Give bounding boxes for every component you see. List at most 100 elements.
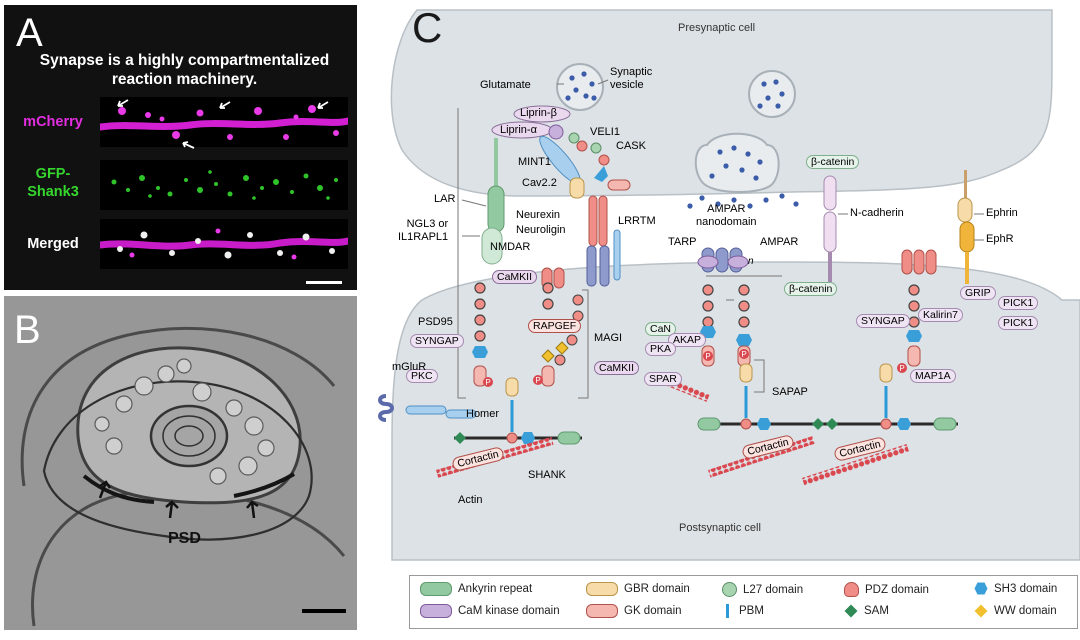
can-label: CaN <box>645 322 677 336</box>
legend-item-pdz: PDZ domain <box>844 582 929 597</box>
l27-swatch-icon <box>722 582 737 597</box>
p-badge-2: P <box>535 376 540 385</box>
synaptic-vesicle-line2: vesicle <box>610 79 644 91</box>
ampar-nanodomain-line1: AMPAR <box>707 203 746 215</box>
gbr-swatch-icon <box>586 582 618 596</box>
beta-catenin-top-label: β-catenin <box>806 155 860 169</box>
pkc-label: PKC <box>406 369 438 383</box>
beta-catenin-bottom-label: β-catenin <box>784 282 838 296</box>
row-label-merged: Merged <box>27 236 79 252</box>
scale-bar <box>302 609 346 613</box>
ampar-nanodomain-line2: nanodomain <box>696 216 757 228</box>
panel-a-label: A <box>16 11 43 55</box>
rapgef-label: RAPGEF <box>528 319 582 333</box>
actin-label: Actin <box>458 494 483 506</box>
syngap-right-label: SYNGAP <box>856 314 910 328</box>
psd95-label: PSD95 <box>418 316 453 328</box>
n-cadherin-label: N-cadherin <box>850 207 904 219</box>
pbm-swatch-icon <box>726 604 729 618</box>
synaptic-vesicle-label: Synaptic vesicle <box>610 66 652 92</box>
p-badge-4: P <box>741 350 746 359</box>
row-label-gfp-shank3: GFP- Shank3 <box>10 165 96 201</box>
grip-label: GRIP <box>960 286 996 300</box>
sh3-swatch-icon <box>974 582 988 595</box>
shank-scaffold-left <box>454 377 582 445</box>
syngap-left-label: SYNGAP <box>410 334 464 348</box>
spar-label: SPAR <box>644 372 682 386</box>
panel-b-label: B <box>14 308 41 352</box>
synaptic-vesicle-line1: Synaptic <box>610 66 653 78</box>
legend-label: L27 domain <box>743 583 804 596</box>
synapse-schematic: P P P P P <box>378 9 1080 561</box>
mcherry-image <box>100 97 348 147</box>
panel-c-label: C <box>412 4 443 51</box>
kalirin7-label: Kalirin7 <box>918 308 964 322</box>
camkii-top-label: CaMKII <box>492 270 538 284</box>
tarp-label: TARP <box>668 236 697 248</box>
legend-item-gk: GK domain <box>586 604 682 618</box>
legend-label: PDZ domain <box>865 583 929 596</box>
p-badge-5: P <box>899 364 904 373</box>
gfp-shank3-image <box>100 160 348 210</box>
nmdar-label: NMDAR <box>490 241 531 253</box>
p-badge-1: P <box>485 378 490 387</box>
legend-item-sam: SAM <box>844 604 889 618</box>
ephr-label: EphR <box>986 233 1014 245</box>
neuroligin-label: Neuroligin <box>516 224 566 236</box>
veli1-label: VELI1 <box>590 126 620 138</box>
cask-label: CASK <box>616 140 646 152</box>
panel-b-electron-micrograph: B PSD <box>4 296 357 630</box>
legend-label: Ankyrin repeat <box>458 583 533 595</box>
legend-label: PBM <box>739 605 764 617</box>
legend-label: CaM kinase domain <box>458 605 560 617</box>
ngl3-line2: IL1RAPL1 <box>398 231 449 243</box>
synaptic-vesicle-2 <box>748 70 796 118</box>
shank-scaffold-right <box>697 363 958 431</box>
synaptic-vesicle <box>556 63 604 111</box>
ampar-receptor <box>697 247 749 273</box>
akap-label: AKAP <box>668 333 707 347</box>
pdz-swatch-icon <box>844 582 859 597</box>
legend-item-pbm: PBM <box>726 604 764 618</box>
legend-item-gbr: GBR domain <box>586 582 690 596</box>
caption-line-1: Synapse is a highly compartmentalized <box>39 52 330 69</box>
homer-label: Homer <box>466 408 500 420</box>
camkii-right-label: CaMKII <box>594 361 640 375</box>
liprin-beta-label: Liprin-β <box>520 107 557 119</box>
panel-a-fluorescence: A Synapse is a highly compartmentalized … <box>4 5 357 290</box>
legend: Ankyrin repeat GBR domain L27 domain PDZ… <box>409 575 1078 629</box>
fusing-vesicle <box>687 132 799 209</box>
psd-label: PSD <box>168 530 201 547</box>
shank-label: SHANK <box>528 469 566 481</box>
psd-arrow-icons <box>98 480 259 519</box>
map1a-label: MAP1A <box>910 369 956 383</box>
p-badge-3: P <box>705 352 710 361</box>
ww-swatch-icon <box>974 604 988 618</box>
cav22-label: Cav2.2 <box>522 177 557 189</box>
legend-label: SAM <box>864 605 889 617</box>
sam-swatch-icon <box>844 604 858 618</box>
liprin-alpha-label: Liprin-α <box>500 124 537 136</box>
ampar-label: AMPAR <box>760 236 799 248</box>
row-label-gfp-line2: Shank3 <box>27 184 79 200</box>
legend-label: WW domain <box>994 605 1057 617</box>
cam-kinase-swatch-icon <box>420 604 452 618</box>
lrrtm-label: LRRTM <box>618 215 656 227</box>
ankyrin-swatch-icon <box>420 582 452 596</box>
mint1-label: MINT1 <box>518 156 551 168</box>
em-image <box>4 296 357 630</box>
pick1-label-a: PICK1 <box>998 296 1039 310</box>
p-badges: P P P P P <box>485 350 904 387</box>
caption-line-2: reaction machinery. <box>111 71 258 88</box>
legend-item-sh3: SH3 domain <box>974 582 1057 595</box>
arrow-icon <box>182 141 195 149</box>
mglur-label: mGluR <box>392 361 427 373</box>
presynaptic-cell-label: Presynaptic cell <box>678 22 756 34</box>
merged-image <box>100 219 348 269</box>
gk-swatch-icon <box>586 604 618 618</box>
pka-label: PKA <box>645 342 677 356</box>
ngl3-label: NGL3 or IL1RAPL1 <box>398 218 448 244</box>
mglur-receptor <box>378 394 394 422</box>
postsynaptic-cell-label: Postsynaptic cell <box>679 522 761 534</box>
legend-item-l27: L27 domain <box>722 582 803 597</box>
